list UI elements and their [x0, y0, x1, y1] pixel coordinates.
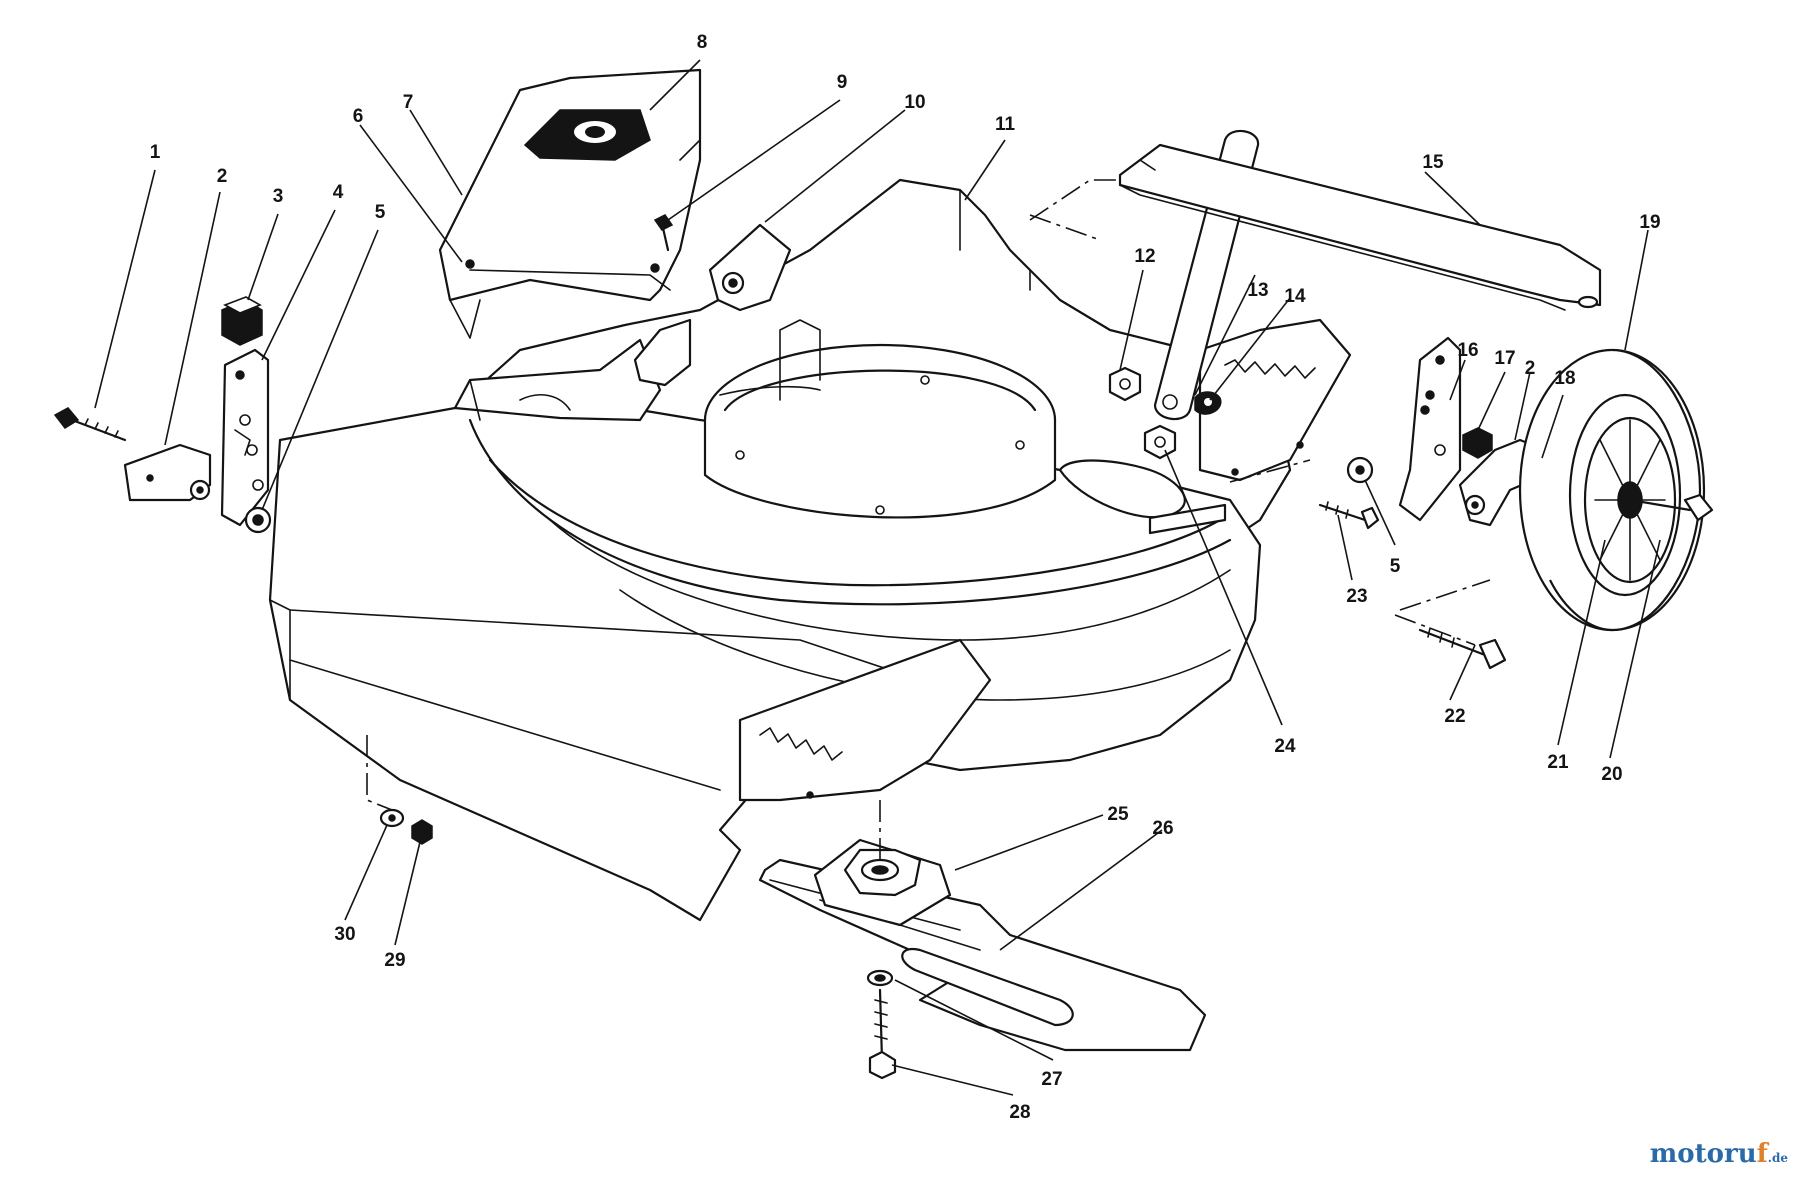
callout-27: 27: [1041, 1069, 1062, 1090]
callout-7: 7: [403, 92, 414, 113]
door-flap: [633, 318, 692, 387]
callout-26: 26: [1152, 818, 1173, 839]
callout-30: 30: [334, 924, 355, 945]
handle-and-rod: [1118, 129, 1602, 421]
callout-22: 22: [1444, 706, 1465, 727]
callout-17: 17: [1494, 348, 1515, 369]
watermark-text-1: motoru: [1649, 1139, 1757, 1169]
callout-14: 14: [1284, 286, 1306, 307]
handle-hardware: [1108, 366, 1222, 460]
callout-6: 6: [353, 106, 364, 127]
watermark-logo: motoruf.de: [1650, 1139, 1788, 1169]
callout-labels: 1 2 3 4 5 6 7 8 9 10 11 12 13 14 15 16 1…: [150, 32, 1661, 1123]
callout-13: 13: [1247, 280, 1268, 301]
callout-5-right: 5: [1390, 556, 1401, 577]
callout-2-right: 2: [1525, 358, 1536, 379]
left-wheel-mount: [53, 296, 272, 534]
callout-8: 8: [697, 32, 708, 53]
blade-assembly: [758, 838, 1207, 1080]
callout-leaders: [94, 59, 1661, 1096]
callout-11: 11: [995, 114, 1016, 135]
callout-25: 25: [1107, 804, 1129, 825]
callout-24: 24: [1274, 736, 1296, 757]
callout-4: 4: [333, 182, 344, 203]
callout-28: 28: [1009, 1102, 1030, 1123]
callout-16: 16: [1457, 340, 1478, 361]
door-screw: [653, 214, 674, 252]
callout-10: 10: [904, 92, 925, 113]
hinge-bracket: [708, 223, 792, 312]
callout-9: 9: [837, 72, 848, 93]
watermark-text-2: f: [1756, 1139, 1768, 1169]
callout-12: 12: [1134, 246, 1155, 267]
callout-2: 2: [217, 166, 228, 187]
right-wheel-mount: [1318, 336, 1550, 670]
callout-3: 3: [273, 186, 284, 207]
callout-21: 21: [1547, 752, 1569, 773]
callout-5: 5: [375, 202, 386, 223]
mower-deck-housing: [268, 178, 1352, 922]
callout-29: 29: [384, 950, 405, 971]
watermark-text-3: .de: [1767, 1151, 1788, 1165]
callout-18: 18: [1554, 368, 1575, 389]
callout-15: 15: [1422, 152, 1444, 173]
callout-19: 19: [1639, 212, 1660, 233]
deck-nut-and-washer: [379, 808, 433, 845]
callout-23: 23: [1346, 586, 1367, 607]
discharge-door-assembly: [438, 68, 702, 339]
callout-20: 20: [1601, 764, 1622, 785]
callout-1: 1: [150, 142, 161, 163]
wheel-assembly: [1518, 348, 1714, 632]
assembly-guide-lines: [366, 179, 1491, 860]
